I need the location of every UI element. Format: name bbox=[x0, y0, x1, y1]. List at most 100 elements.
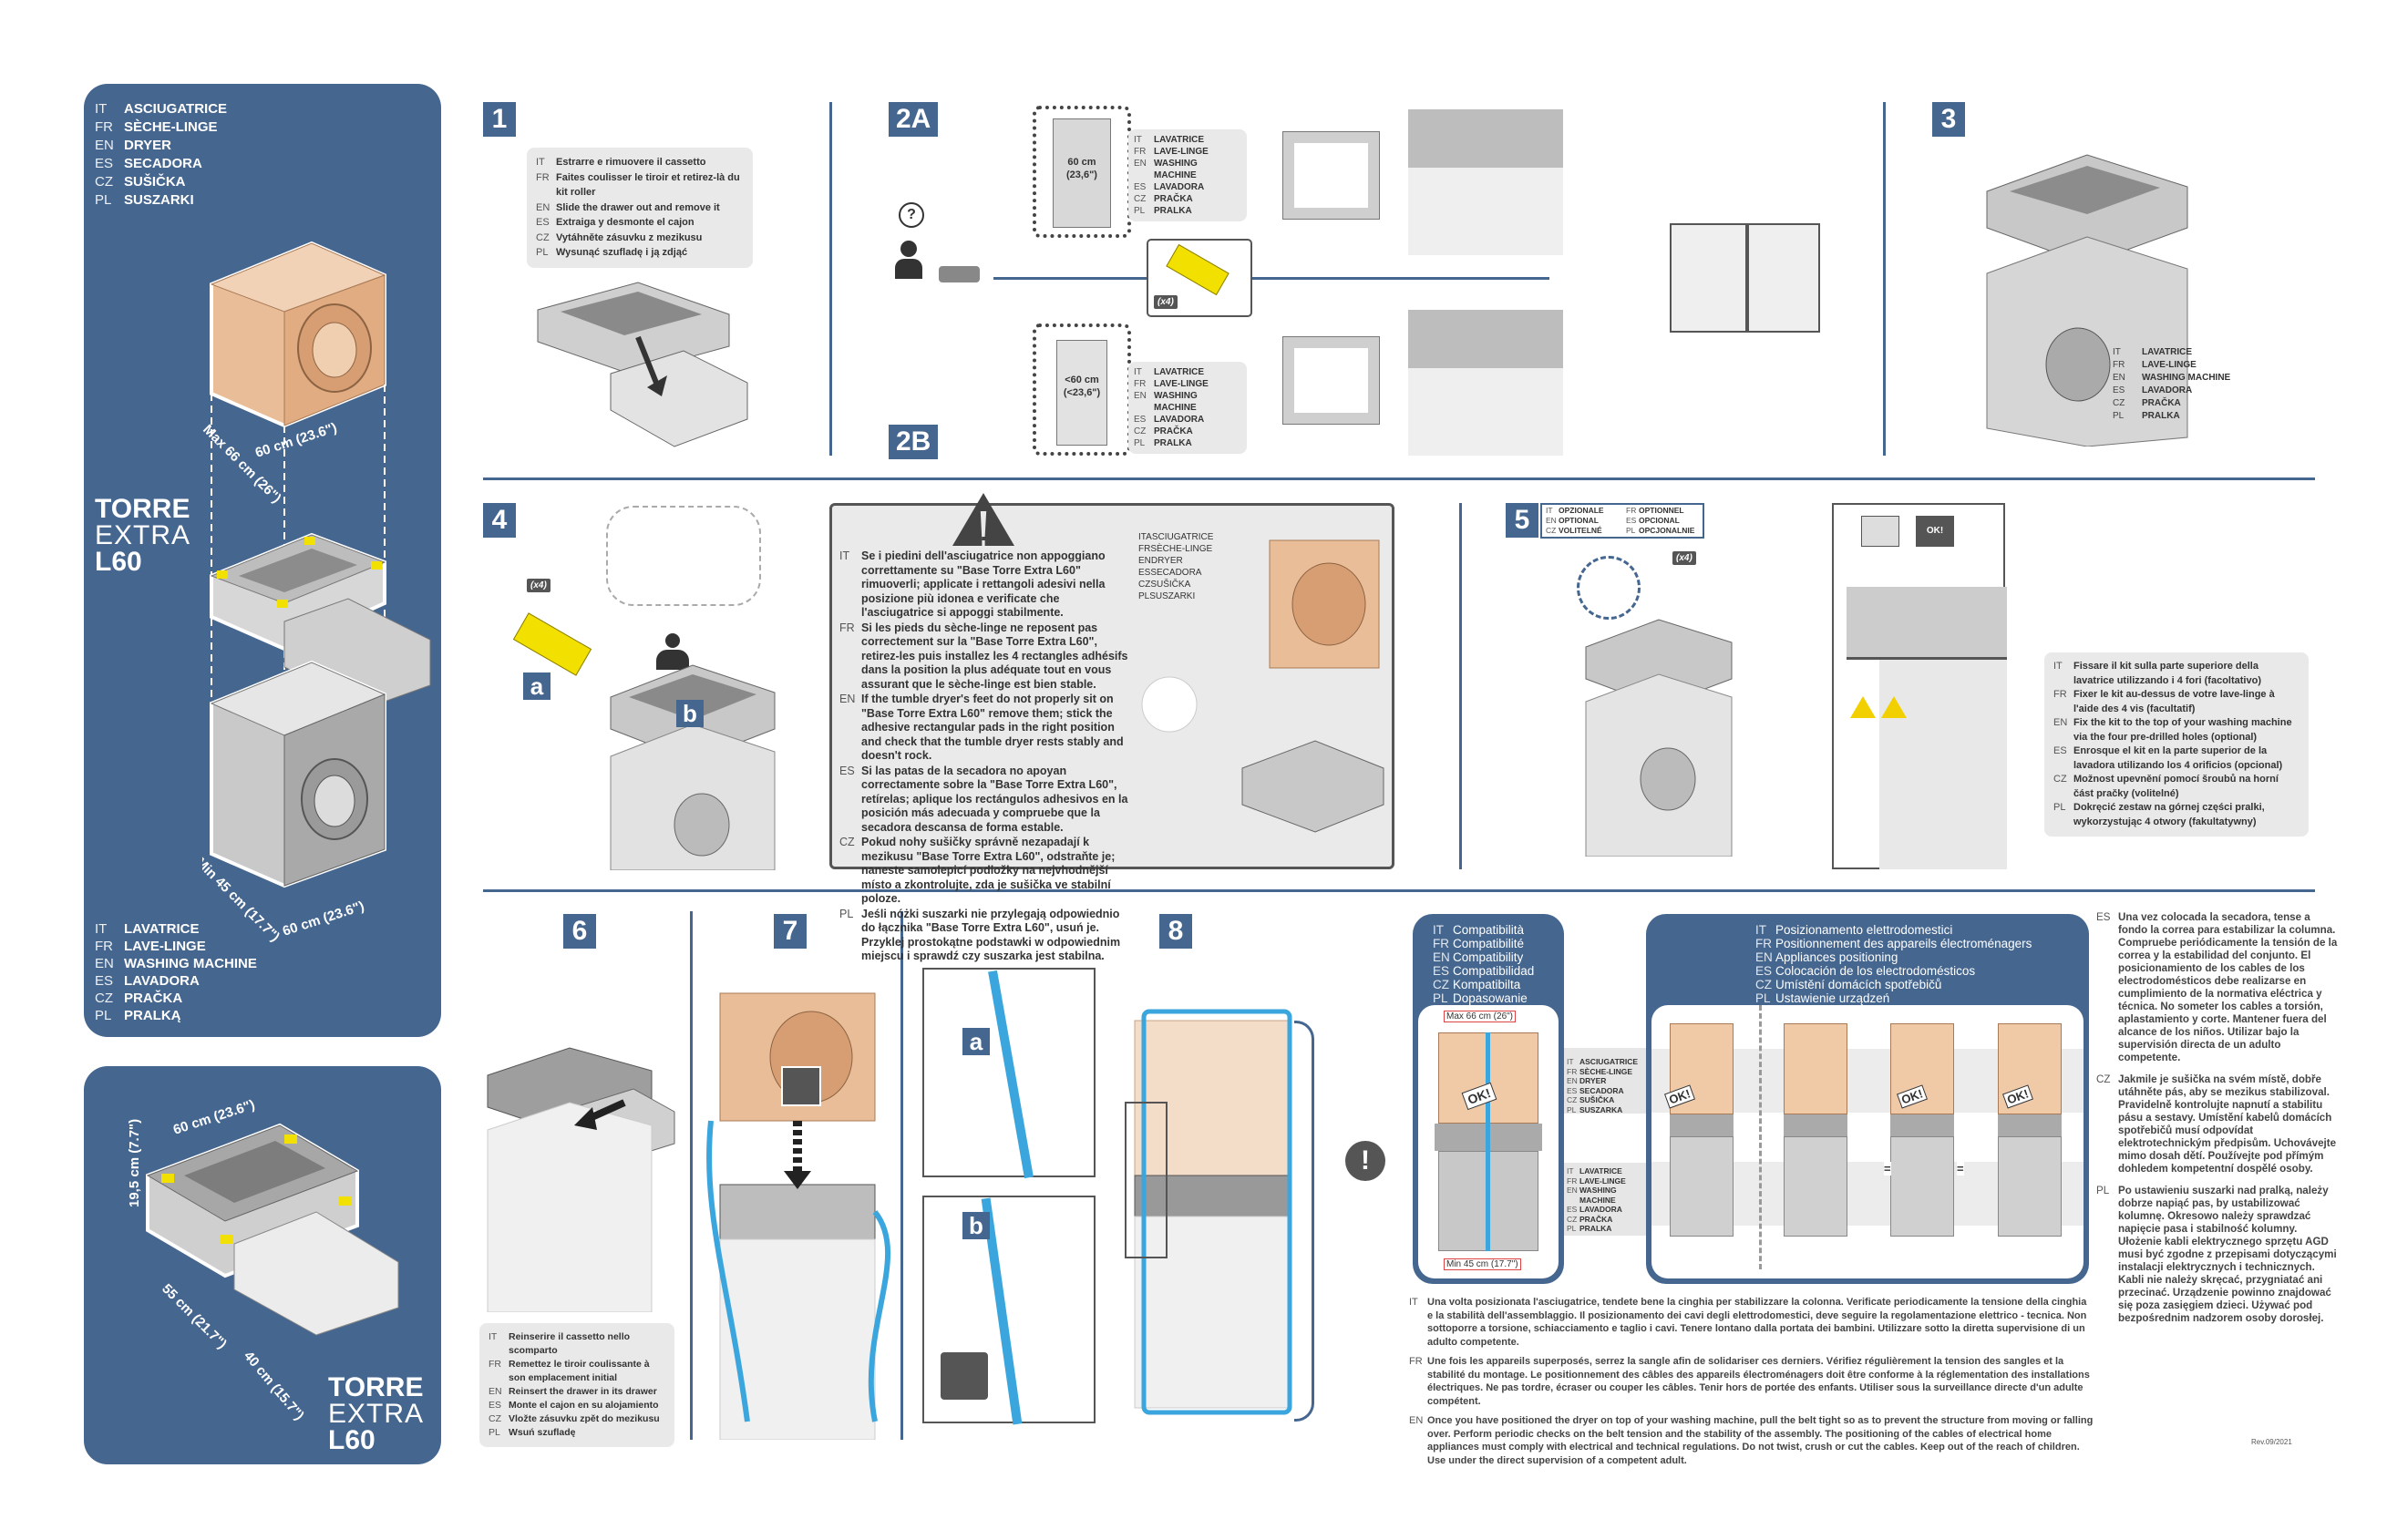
language-code: PL bbox=[489, 1427, 500, 1438]
language-code: CZ bbox=[1755, 978, 1772, 991]
screw-count: (x4) bbox=[1672, 551, 1696, 565]
language-text: Možnost upevnění pomocí šroubů na horní … bbox=[2073, 774, 2279, 799]
language-text: SUSZARKI bbox=[124, 192, 194, 208]
max-depth-label: Max 66 cm (26") bbox=[1444, 1011, 1517, 1022]
divider bbox=[690, 911, 693, 1440]
language-text: LAVADORA bbox=[1154, 182, 1205, 192]
language-text: LAVADORA bbox=[1579, 1205, 1622, 1214]
step-3-base-on-washer bbox=[1986, 154, 2188, 447]
language-code: CZ bbox=[1134, 426, 1147, 436]
language-text: LAVE-LINGE bbox=[1579, 1176, 1626, 1186]
language-text: WASHING MACHINE bbox=[1579, 1186, 1617, 1205]
language-code: CZ bbox=[536, 231, 550, 243]
step-2a-number: 2A bbox=[889, 102, 939, 137]
language-text: Jakmile je sušička na svém místě, dobře … bbox=[2118, 1073, 2337, 1175]
language-text: VOLITELNÉ bbox=[1559, 526, 1602, 535]
dim-drawer-depth: 40 cm (15.7") bbox=[241, 1349, 307, 1423]
language-code: EN bbox=[1433, 950, 1450, 964]
language-code: ES bbox=[1626, 516, 1637, 525]
language-text: WASHING MACHINE bbox=[1154, 391, 1198, 413]
language-code: PL bbox=[2053, 802, 2066, 813]
language-code: CZ bbox=[1546, 526, 1557, 535]
step-1-number: 1 bbox=[483, 102, 516, 137]
language-code: ES bbox=[95, 973, 114, 989]
position-figure-wrong bbox=[1784, 1023, 1847, 1242]
brand-line-1: TORRE bbox=[328, 1372, 424, 1402]
language-code: PL bbox=[2096, 1185, 2110, 1196]
language-row-en: ENDRYER bbox=[1138, 555, 1213, 567]
language-text: Wysunąć szufladę i ją zdjąć bbox=[556, 247, 688, 258]
language-text: DRYER bbox=[1579, 1076, 1607, 1085]
language-code: ES bbox=[2096, 911, 2111, 923]
language-text: Si las patas de la secadora no apoyan co… bbox=[861, 764, 1128, 834]
language-text: Remettez le tiroir coulissante à son emp… bbox=[509, 1359, 650, 1383]
language-code: EN bbox=[839, 693, 856, 705]
language-code: FR bbox=[1433, 937, 1449, 950]
position-figure-ok bbox=[1670, 1023, 1734, 1242]
language-text: LAVADORA bbox=[124, 973, 200, 989]
language-text: Fissare il kit sulla parte superiore del… bbox=[2073, 661, 2261, 686]
language-code: IT bbox=[839, 549, 850, 562]
divider bbox=[1883, 102, 1886, 456]
language-text: DRYER bbox=[124, 138, 171, 153]
step-1-drawer-illustration bbox=[537, 282, 748, 447]
language-code: EN bbox=[95, 956, 114, 971]
washer-narrow-figure: <60 cm (<23,6") bbox=[1033, 323, 1131, 456]
step-7-place-dryer-illustration bbox=[706, 992, 890, 1440]
brand-line-1: TORRE bbox=[95, 494, 190, 524]
language-code: ES bbox=[2053, 745, 2067, 756]
language-code: IT bbox=[1546, 506, 1553, 515]
language-code: ES bbox=[1138, 568, 1151, 578]
language-code: FR bbox=[1567, 1066, 1578, 1076]
washer-60cm-figure: 60 cm (23,6") bbox=[1033, 106, 1131, 238]
language-code: FR bbox=[1567, 1176, 1578, 1186]
language-text: SECADORA bbox=[1579, 1085, 1624, 1095]
language-code: PL bbox=[2113, 411, 2125, 421]
step-5-base-on-washer bbox=[1585, 619, 1733, 857]
caution-icon bbox=[1850, 696, 1876, 718]
language-code: FR bbox=[1134, 379, 1147, 389]
width-label: <60 cm bbox=[1065, 375, 1099, 385]
language-code: FR bbox=[1138, 544, 1151, 554]
language-code: PL bbox=[1134, 206, 1146, 216]
language-code: PL bbox=[95, 192, 112, 208]
language-row-cz: CZSUŠIČKA bbox=[1138, 579, 1213, 590]
decision-line bbox=[993, 277, 1549, 280]
language-text: LAVATRICE bbox=[2142, 347, 2192, 357]
bracket bbox=[1294, 1021, 1314, 1422]
strength-icon bbox=[941, 1352, 988, 1400]
language-code: EN bbox=[1567, 1076, 1578, 1085]
language-code: PL bbox=[1567, 1224, 1577, 1233]
language-text: Compatibilité bbox=[1453, 937, 1525, 950]
divider bbox=[483, 477, 2315, 480]
language-text: SUSZARKA bbox=[1579, 1104, 1623, 1114]
dim-base-depth: 55 cm (21.7") bbox=[159, 1281, 230, 1352]
step-8-number: 8 bbox=[1159, 914, 1192, 949]
dim-base-width: 60 cm (23.6") bbox=[171, 1097, 257, 1138]
language-code: EN bbox=[2053, 717, 2068, 728]
